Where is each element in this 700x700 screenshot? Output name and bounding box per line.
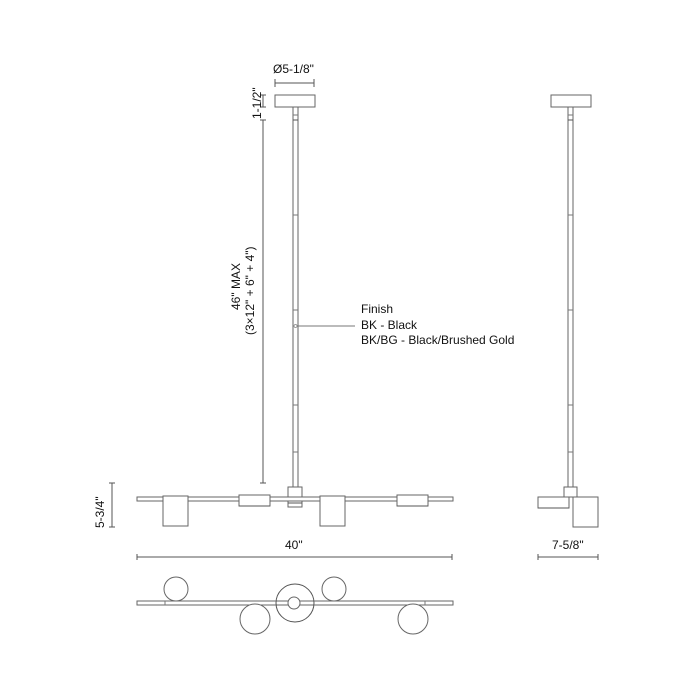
side-shade-flat	[537, 496, 570, 509]
top-shade-2	[239, 603, 271, 635]
side-shade-down	[572, 496, 599, 528]
top-canopy-outline	[275, 583, 315, 623]
top-hub	[287, 596, 301, 610]
shade-flat-1	[238, 494, 271, 507]
horizontal-bar	[136, 496, 454, 502]
finish-heading: Finish	[361, 302, 394, 316]
shade-down-2	[319, 495, 346, 527]
overall-height-label: 46" MAX	[229, 263, 243, 310]
side-view	[537, 94, 599, 528]
side-stem-pole	[567, 106, 574, 488]
finish-callout: Finish BK - Black BK/BG - Black/Brushed …	[361, 302, 514, 349]
canopy-height-label: 1-1/2"	[250, 87, 264, 119]
canopy	[274, 94, 316, 108]
side-hub	[563, 486, 578, 498]
fixture-depth-label: 7-5/8"	[552, 538, 584, 552]
top-shade-3	[321, 576, 347, 602]
side-canopy	[550, 94, 592, 108]
fixture-height-label: 5-3/4"	[93, 496, 107, 528]
top-shade-1	[163, 576, 189, 602]
front-view	[136, 94, 454, 527]
canopy-diameter-label: Ø5-1/8"	[273, 62, 314, 76]
shade-flat-2	[396, 494, 429, 507]
fixture-length-label: 40"	[285, 538, 303, 552]
top-shade-4	[397, 603, 429, 635]
shade-down-1	[162, 495, 189, 527]
top-view	[136, 576, 454, 635]
overall-height-breakdown-label: (3×12" + 6" + 4")	[243, 246, 257, 336]
finish-option-black-brushed-gold: BK/BG - Black/Brushed Gold	[361, 333, 515, 347]
finish-option-black: BK - Black	[361, 317, 418, 332]
stem-pole	[292, 106, 299, 488]
dimension-lines	[109, 79, 599, 560]
